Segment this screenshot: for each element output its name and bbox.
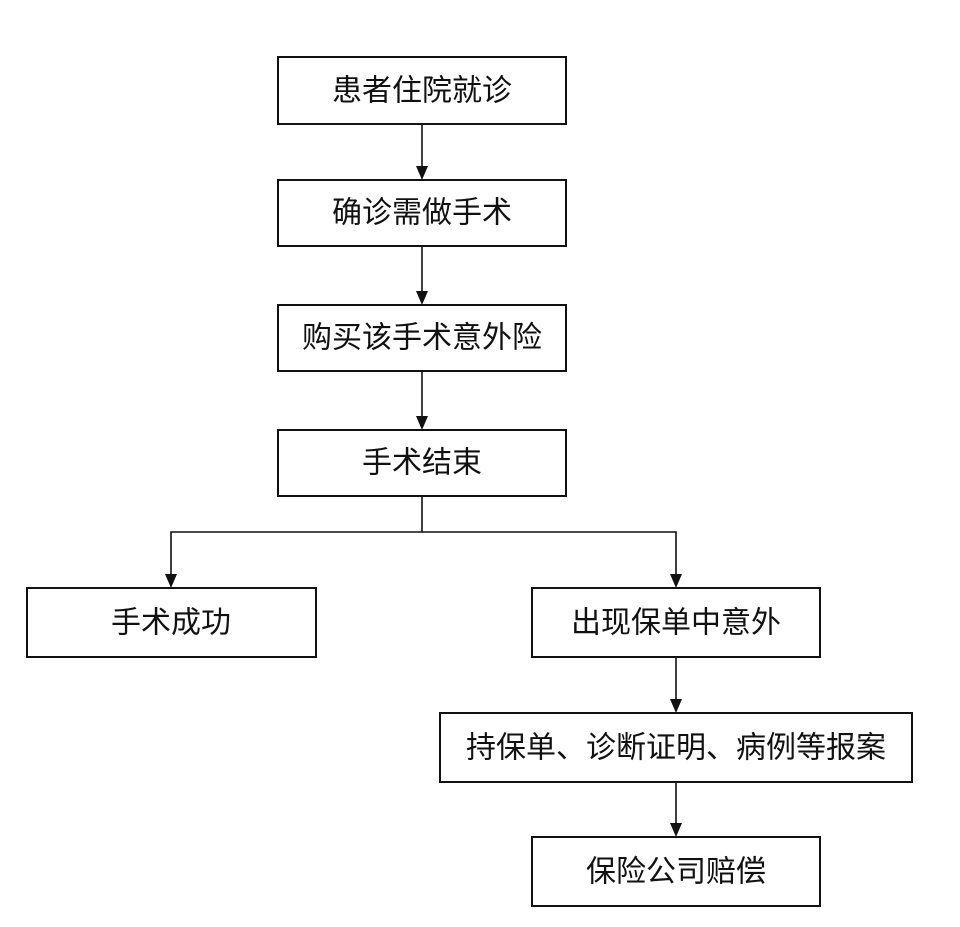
node-diagnose: 确诊需做手术	[277, 179, 567, 247]
arrowhead-icon	[670, 699, 682, 713]
arrowhead-icon	[670, 823, 682, 837]
node-admit: 患者住院就诊	[277, 56, 567, 125]
node-label: 购买该手术意外险	[302, 322, 542, 355]
arrow-end-accident	[422, 531, 677, 578]
node-label: 手术成功	[111, 607, 231, 640]
arrowhead-icon	[670, 574, 682, 588]
node-buy: 购买该手术意外险	[277, 304, 567, 372]
connectors	[165, 124, 682, 837]
node-label: 手术结束	[362, 447, 482, 480]
arrowhead-icon	[416, 416, 428, 430]
node-label: 患者住院就诊	[332, 75, 512, 108]
node-end: 手术结束	[277, 429, 567, 497]
node-label: 出现保单中意外	[571, 607, 781, 640]
node-report: 持保单、诊断证明、病例等报案	[439, 712, 913, 783]
arrowhead-icon	[416, 291, 428, 305]
node-label: 保险公司赔偿	[586, 856, 766, 889]
node-label: 确诊需做手术	[332, 197, 512, 230]
node-label: 持保单、诊断证明、病例等报案	[466, 732, 886, 765]
arrowhead-icon	[416, 166, 428, 180]
arrow-end-success	[170, 496, 423, 578]
node-accident: 出现保单中意外	[531, 587, 821, 658]
node-success: 手术成功	[26, 587, 317, 658]
arrowhead-icon	[165, 574, 177, 588]
node-compensate: 保险公司赔偿	[531, 836, 821, 907]
